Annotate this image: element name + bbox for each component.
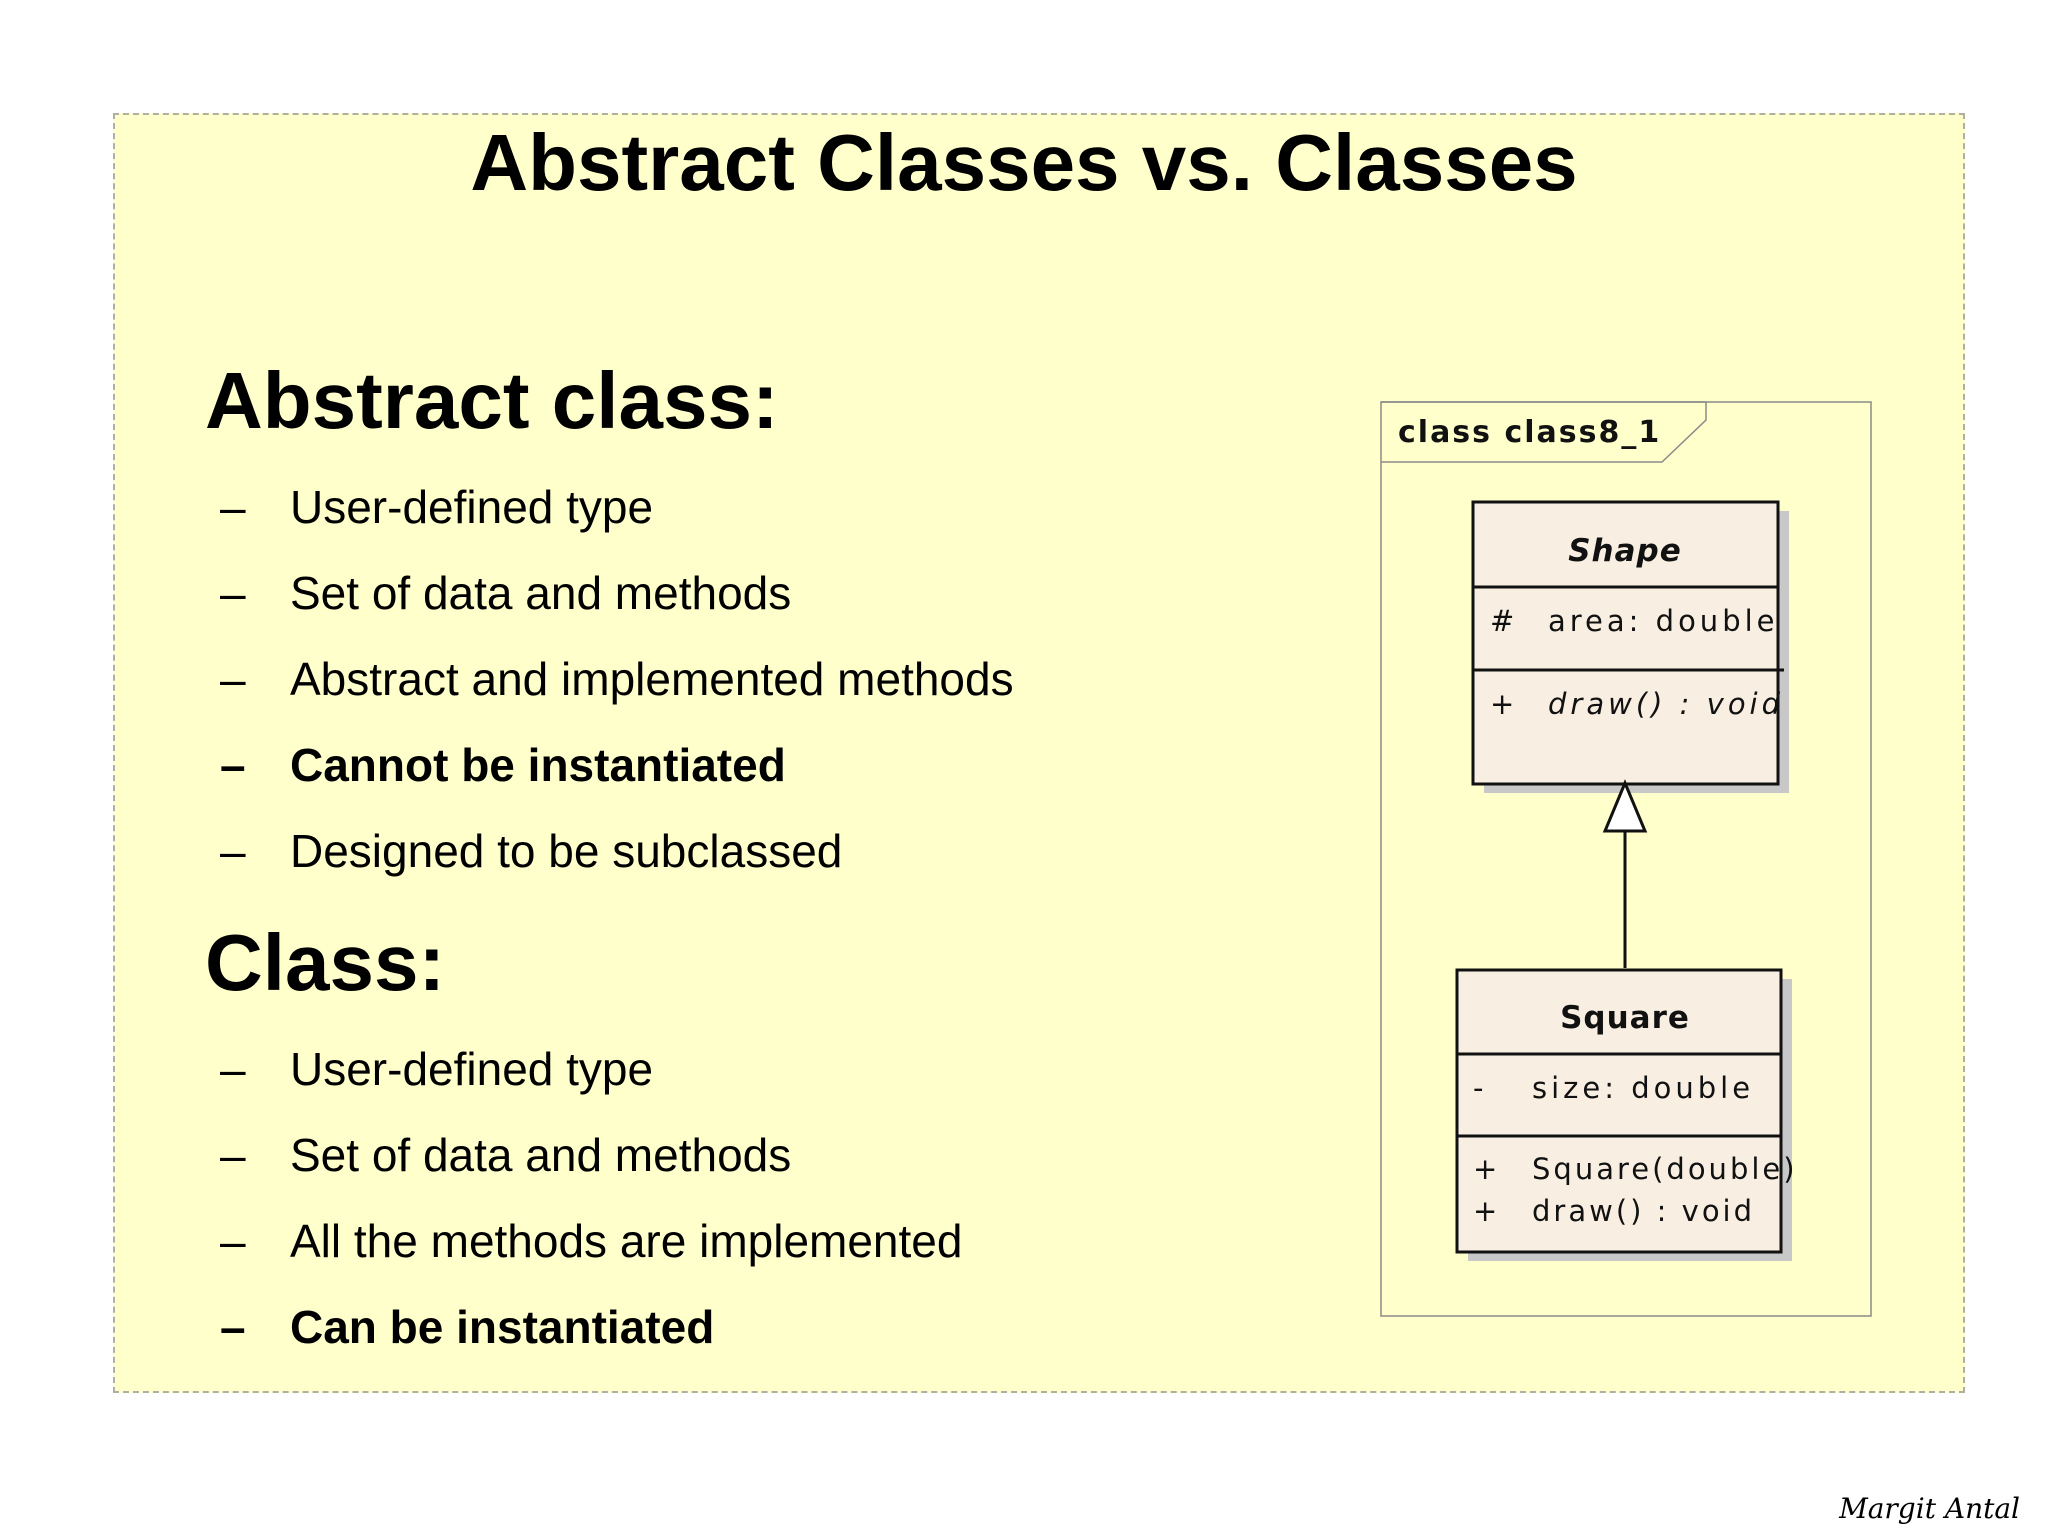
bullet-marker: – [220,1043,246,1095]
bullet-marker: – [220,481,246,533]
bullet-marker: – [220,653,246,705]
method-text: draw() : void [1532,1194,1755,1228]
class-name: Square [1560,1000,1690,1036]
list-item-text: User-defined type [290,1043,654,1095]
inheritance-arrow [1602,779,1648,968]
square-class-box: Square - size: double + Square(double) +… [1455,968,1798,1261]
visibility-marker: # [1490,604,1514,638]
abstract-class-heading: Abstract class: [205,356,779,445]
visibility-marker: + [1473,1152,1497,1186]
list-item-text: Can be instantiated [290,1301,715,1353]
slide-title: Abstract Classes vs. Classes [470,118,1578,207]
diagram-frame-label: class class8_1 [1398,415,1661,450]
list-item-text: Set of data and methods [290,567,792,619]
shape-class-box: Shape # area: double + draw() : void [1471,500,1789,793]
list-item-text: Set of data and methods [290,1129,792,1181]
list-item-text: Abstract and implemented methods [290,653,1014,705]
list-item-text: User-defined type [290,481,654,533]
bullet-marker: – [220,1129,246,1181]
class-body [1455,968,1783,1254]
generalization-arrowhead-icon [1602,779,1648,833]
list-item-text: Cannot be instantiated [290,739,786,791]
attribute-text: size: double [1532,1071,1754,1105]
class-name: Shape [1568,533,1682,569]
bullet-marker: – [220,825,246,877]
method-text: draw() : void [1548,687,1784,721]
list-item-text: All the methods are implemented [290,1215,963,1267]
diagram-frame-tab [1381,401,1707,463]
list-item-text: Designed to be subclassed [290,825,843,877]
bullet-marker: – [220,739,246,791]
visibility-marker: - [1473,1071,1483,1105]
method-text: Square(double) [1532,1152,1798,1186]
visibility-marker: + [1490,687,1514,721]
class-heading: Class: [205,918,446,1007]
visibility-marker: + [1473,1194,1497,1228]
bullet-marker: – [220,1301,246,1353]
bullet-marker: – [220,567,246,619]
author-signature: Margit Antal [1839,1492,2020,1525]
bullet-marker: – [220,1215,246,1267]
attribute-text: area: double [1548,604,1779,638]
